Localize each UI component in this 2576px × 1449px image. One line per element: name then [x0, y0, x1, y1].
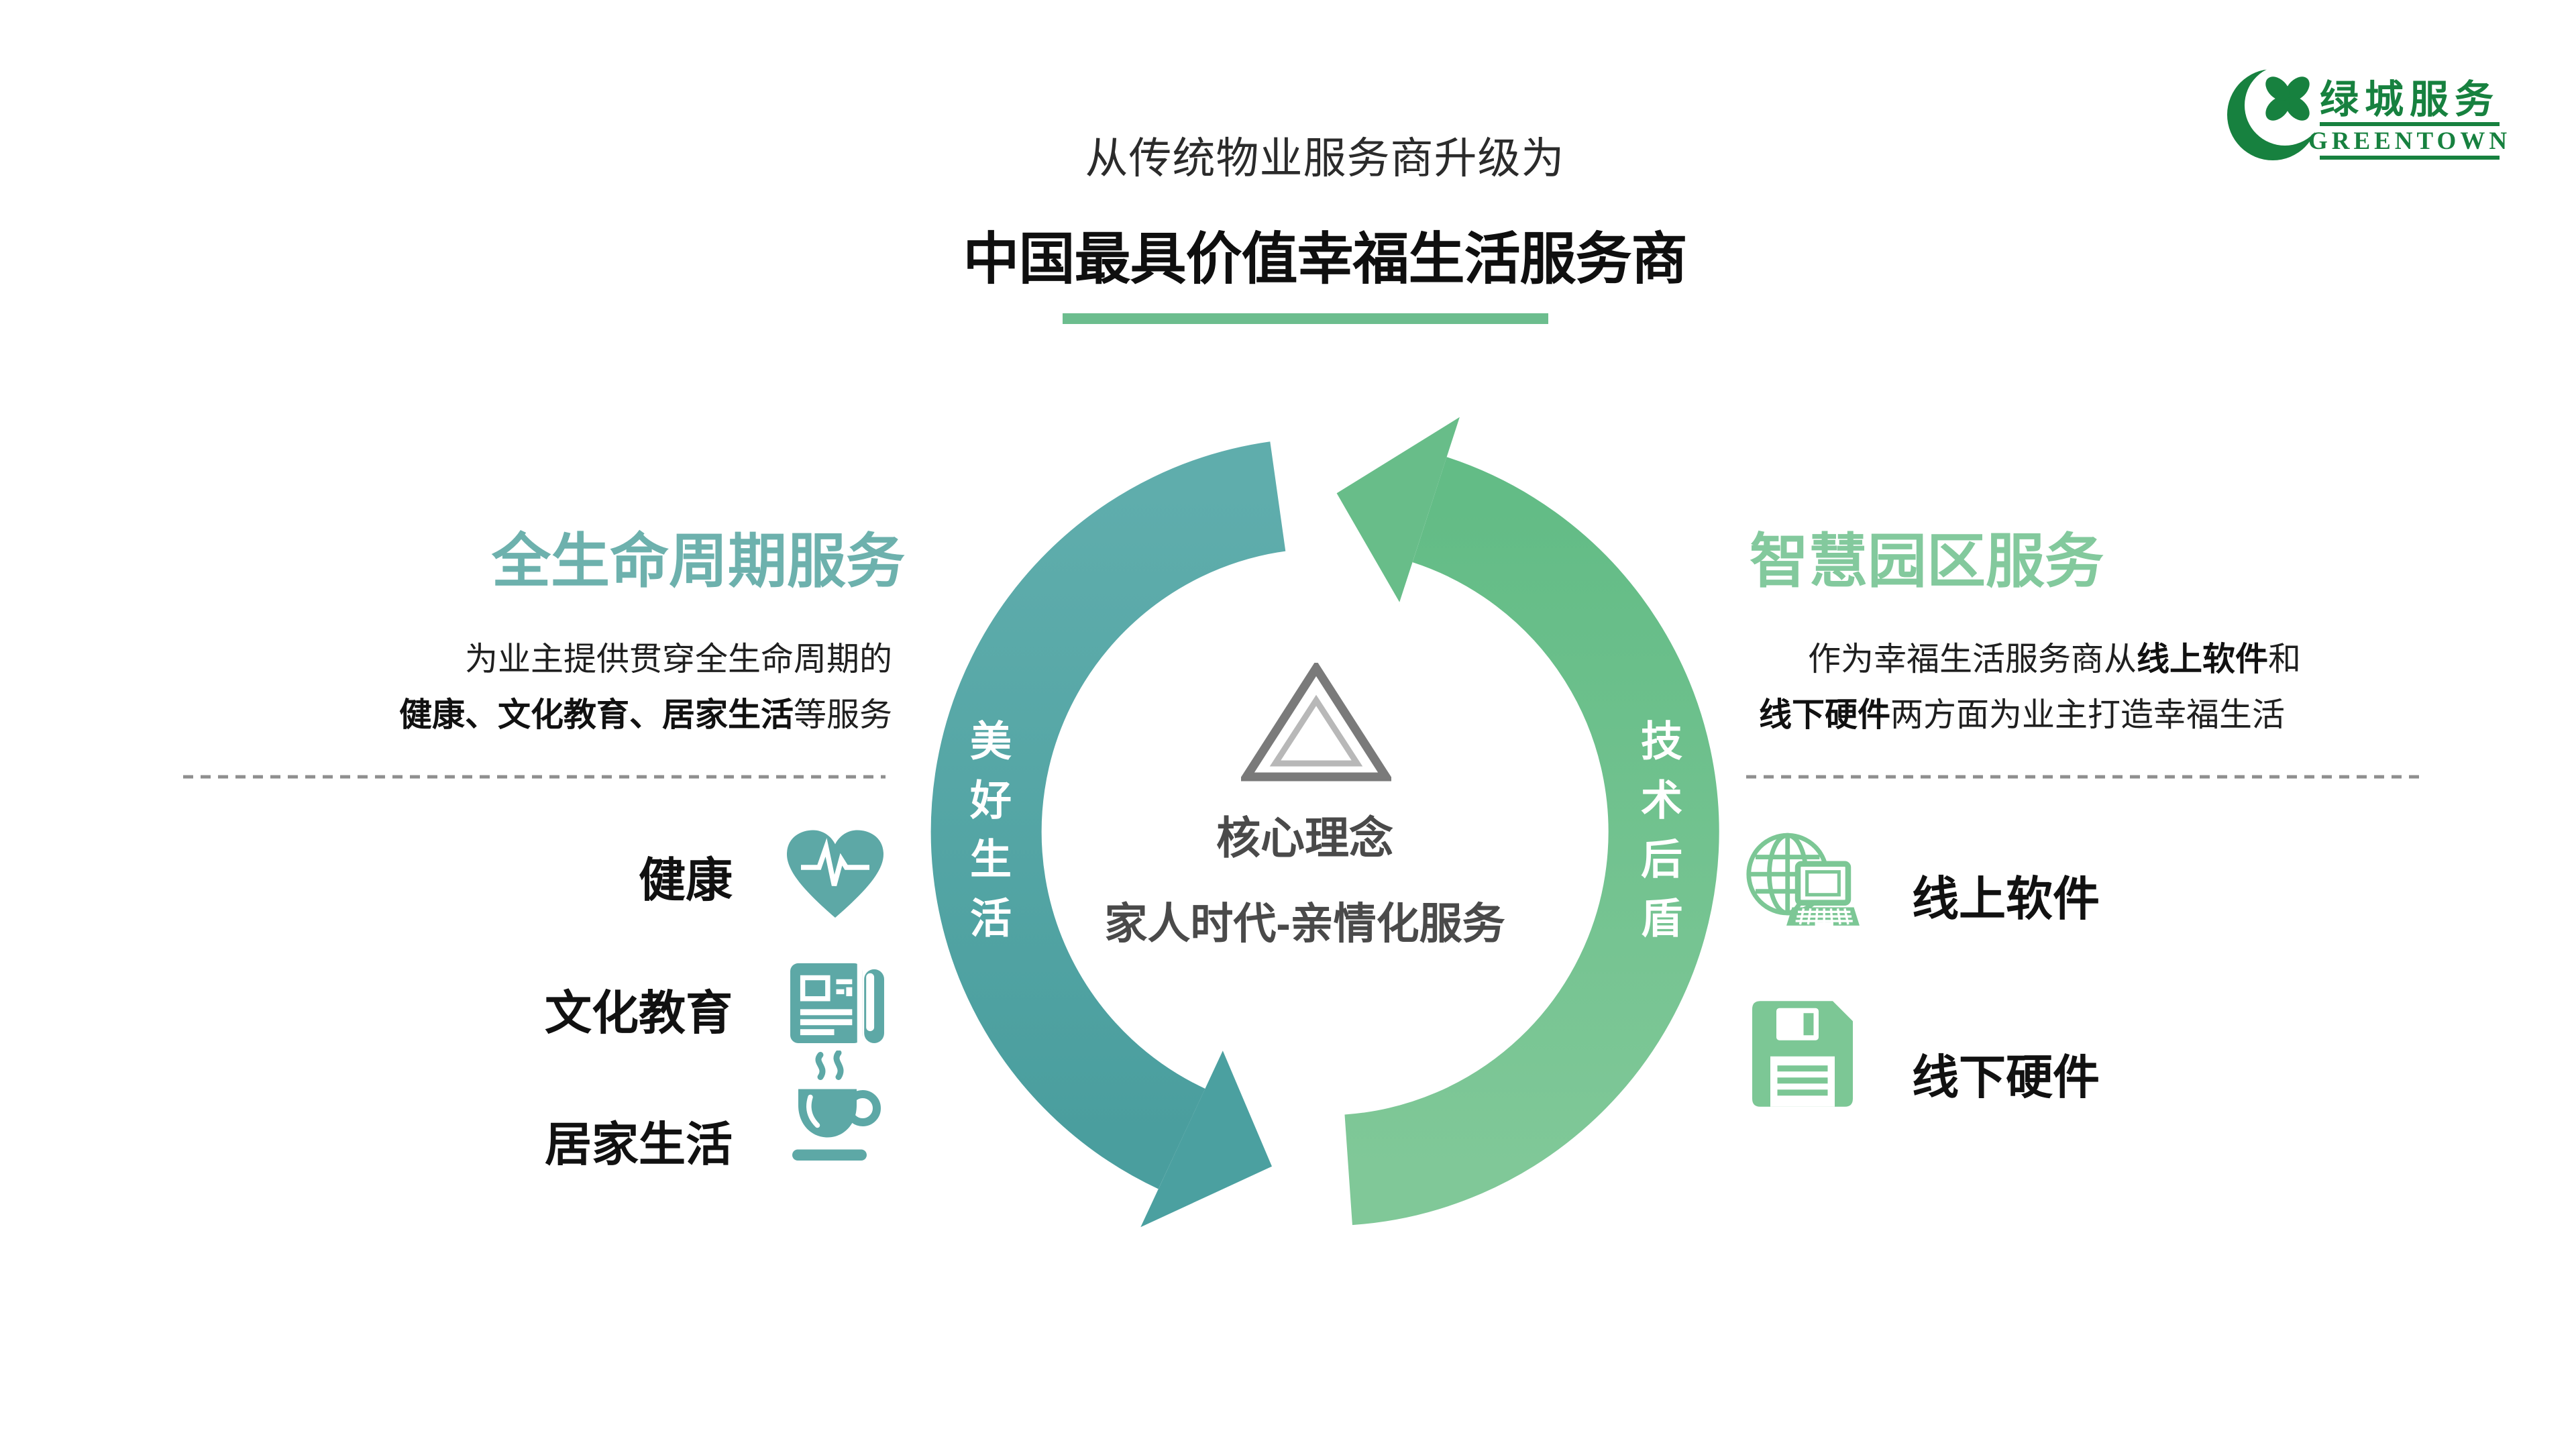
newspaper-icon: [790, 955, 884, 1049]
cycle-diagram: [930, 417, 1719, 1228]
title-underline: [1063, 313, 1548, 324]
right-section-description: 作为幸福生活服务商从线上软件和 线下硬件两方面为业主打造幸福生活: [1759, 632, 2301, 743]
crescent-clover-icon: 绿城服务 GREENTOWN: [2227, 65, 2511, 160]
core-concept-title: 核心理念: [1216, 813, 1393, 863]
right-desc-line2-bold: 线下硬件: [1759, 697, 1891, 733]
right-item-label-online-software: 线上软件: [1912, 873, 2100, 925]
slide-header: 从传统物业服务商升级为 中国最具价值幸福生活服务商: [721, 0, 1929, 295]
left-item-label-home-life: 居家生活: [545, 1118, 733, 1171]
left-desc-line1: 为业主提供贯穿全生命周期的: [464, 641, 892, 678]
logo-cn-text: 绿城服务: [2320, 78, 2500, 121]
left-desc-line2-bold: 健康、文化教育、居家生活: [398, 697, 794, 733]
arc-label-happy-life: 美好生活: [963, 719, 1010, 955]
right-desc-line1-bold: 线上软件: [2137, 641, 2269, 678]
left-item-label-health: 健康: [639, 854, 733, 906]
slide-subtitle: 从传统物业服务商升级为: [1085, 134, 1565, 182]
logo-en-text: GREENTOWN: [2308, 127, 2511, 155]
right-desc-line1-post: 和: [2268, 641, 2302, 678]
floppy-disk-icon: [1752, 1001, 1853, 1110]
right-desc-line2-rest: 两方面为业主打造幸福生活: [1890, 697, 2286, 733]
heartbeat-heart-icon: [785, 829, 885, 925]
slide-title: 中国最具价值幸福生活服务商: [963, 227, 1687, 290]
left-dashed-divider: [183, 775, 885, 779]
left-section-heading: 全生命周期服务: [492, 528, 906, 594]
right-desc-line1-pre: 作为幸福生活服务商从: [1808, 641, 2137, 678]
globe-laptop-icon: [1744, 832, 1860, 944]
tech-support-arrow: [1336, 417, 1719, 1226]
greentown-logo: 绿城服务 GREENTOWN: [2226, 64, 2528, 165]
right-section-heading: 智慧园区服务: [1750, 528, 2104, 594]
left-desc-line2-rest: 等服务: [793, 697, 892, 733]
happy-life-arrow: [930, 441, 1286, 1228]
core-concept-subtitle: 家人时代-亲情化服务: [1104, 900, 1505, 948]
right-dashed-divider: [1746, 775, 2424, 779]
triangle-mountain-icon: [1241, 663, 1391, 782]
left-item-label-culture-education: 文化教育: [545, 987, 733, 1039]
arc-label-tech-support: 技术后盾: [1634, 719, 1680, 955]
left-section-description: 为业主提供贯穿全生命周期的 健康、文化教育、居家生活等服务: [399, 632, 892, 743]
right-item-label-offline-hardware: 线下硬件: [1912, 1051, 2100, 1104]
coffee-cup-icon: [782, 1050, 883, 1173]
